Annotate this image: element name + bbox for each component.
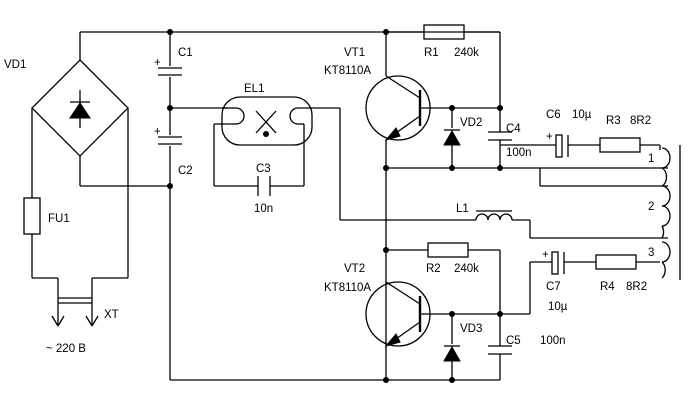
label-c7-value: 10µ [548, 301, 568, 313]
label-c6-value: 10µ [572, 109, 592, 121]
label-r4: R4 [600, 281, 615, 293]
diode-vd2 [443, 108, 461, 168]
label-c3: C3 [256, 163, 271, 175]
label-vd3: VD3 [460, 323, 482, 335]
resistor-r4 [595, 254, 660, 270]
label-c7-plus: + [542, 249, 549, 261]
label-c4: C4 [506, 123, 521, 135]
label-winding-2: 2 [648, 201, 654, 213]
label-r2: R2 [426, 263, 441, 275]
capacitor-c3 [257, 176, 271, 196]
capacitor-c2 [158, 136, 182, 145]
label-c2: C2 [178, 165, 193, 177]
label-mains: ~ 220 В [46, 343, 86, 355]
label-c6: C6 [546, 109, 561, 121]
label-c4-value: 100n [506, 147, 532, 159]
label-r2-value: 240k [454, 263, 479, 275]
label-xt: XT [104, 309, 119, 321]
label-c7: C7 [546, 281, 561, 293]
label-winding-3: 3 [648, 247, 654, 259]
capacitor-c1 [158, 67, 182, 76]
capacitor-c5 [488, 314, 512, 380]
label-c5-value: 100n [540, 335, 566, 347]
junction-dots [167, 29, 503, 383]
label-c1-plus: + [154, 57, 161, 69]
label-vt1: VT1 [344, 47, 365, 59]
mains-connector-xt [32, 277, 128, 327]
label-r1: R1 [424, 47, 439, 59]
inductor-l1 [475, 210, 513, 221]
capacitor-c7 [500, 251, 596, 315]
bridge-rectifier-vd1 [31, 32, 170, 278]
label-vt2-type: KT8110A [324, 282, 371, 294]
label-vt1-type: KT8110A [324, 65, 371, 77]
label-vd2: VD2 [460, 117, 482, 129]
label-c5: C5 [506, 335, 521, 347]
capacitor-c6 [500, 134, 600, 158]
label-r1-value: 240k [454, 47, 479, 59]
label-c3-value: 10n [254, 203, 273, 215]
label-c6-plus: + [546, 131, 553, 143]
label-r3: R3 [606, 115, 621, 127]
resistor-r2 [427, 242, 469, 258]
transistor-vt1 [365, 75, 431, 141]
resistor-r3 [599, 137, 661, 153]
fuse-fu1 [23, 197, 41, 278]
lamp-el1 [221, 96, 313, 146]
label-r3-value: 8R2 [630, 115, 651, 127]
label-c2-plus: + [154, 126, 161, 138]
label-vt2: VT2 [344, 263, 365, 275]
label-r4-value: 8R2 [626, 281, 647, 293]
label-vd1: VD1 [4, 59, 26, 71]
label-c1: C1 [178, 47, 193, 59]
transformer-windings [661, 145, 681, 280]
diode-vd3 [443, 314, 461, 380]
capacitor-c4 [488, 108, 512, 168]
label-l1: L1 [456, 203, 469, 215]
label-fu1: FU1 [48, 213, 70, 225]
label-winding-1: 1 [648, 153, 654, 165]
label-el1: EL1 [244, 83, 264, 95]
